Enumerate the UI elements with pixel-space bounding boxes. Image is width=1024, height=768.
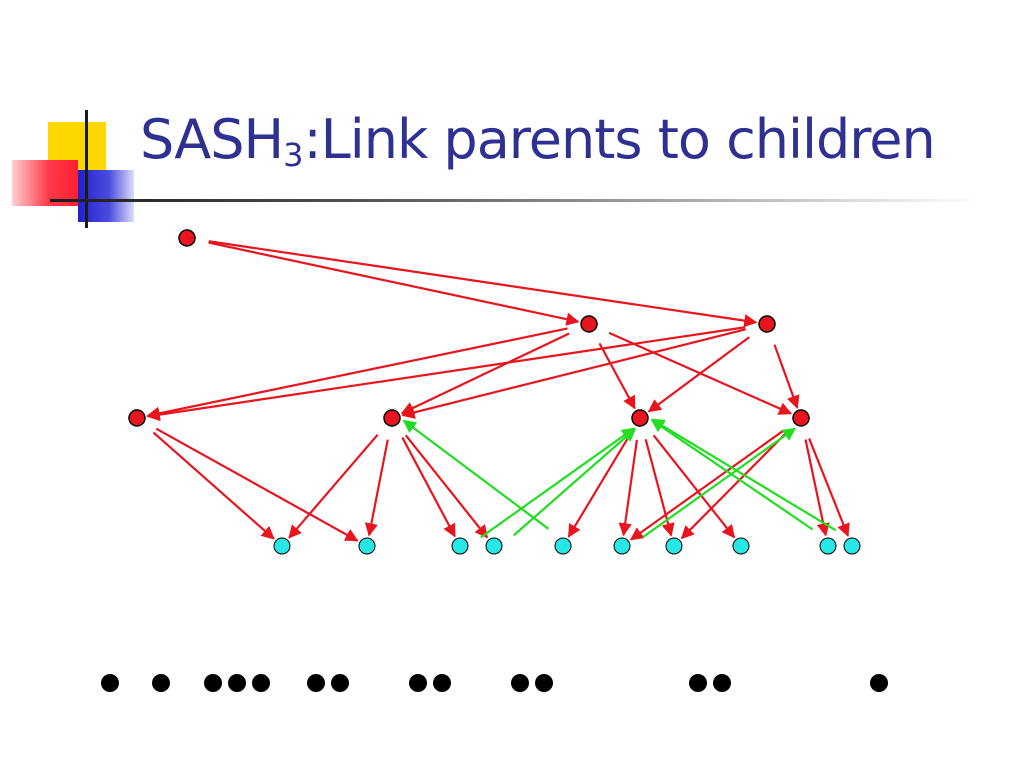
parent-node-L2-1 (383, 409, 401, 427)
parent-to-child-arrow-L1-1-L2-0 (146, 326, 746, 422)
parent-to-child-arrow-L0-0-L1-1 (208, 240, 758, 328)
child-node-L3-0 (273, 537, 291, 555)
bottom-dot-3-0 (307, 674, 325, 692)
parent-to-child-arrow-L2-2-L3-7 (652, 434, 736, 539)
parent-node-L2-0 (128, 409, 146, 427)
dot-row (101, 674, 888, 692)
parent-to-child-arrow-L2-1-L3-2 (401, 436, 456, 538)
bottom-dot-1-0 (152, 674, 170, 692)
title-rest: :Link parents to children (303, 108, 935, 171)
child-to-parent-arrow-L3-5-L2-3 (642, 427, 797, 539)
parent-to-child-arrow-L1-1-L2-3 (773, 344, 800, 409)
parent-to-child-arrow-L2-1-L3-3 (404, 434, 489, 539)
parent-node-L2-3 (792, 409, 810, 427)
title-main: SASH (140, 108, 284, 171)
decor-vertical-line (85, 110, 88, 228)
bottom-dot-6-0 (689, 674, 707, 692)
parent-node-L1-1 (758, 315, 776, 333)
child-node-L3-8 (819, 537, 837, 555)
parent-node-L2-2 (631, 409, 649, 427)
parent-to-child-arrow-L2-1-L3-0 (288, 433, 379, 539)
child-node-L3-9 (843, 537, 861, 555)
node-layer (128, 229, 861, 555)
parent-to-child-arrow-L1-0-L2-0 (146, 327, 568, 420)
parent-to-child-arrow-L2-3-L3-9 (808, 438, 850, 538)
slide-title: SASH3:Link parents to children (140, 113, 936, 174)
bottom-dot-2-2 (252, 674, 270, 692)
child-to-parent-arrow-L3-2-L2-2 (480, 427, 636, 539)
parent-to-child-arrow-L1-0-L2-2 (598, 342, 636, 410)
child-node-L3-6 (665, 537, 683, 555)
child-node-L3-5 (613, 537, 631, 555)
parent-to-child-arrow-L1-1-L2-2 (647, 336, 750, 413)
child-to-parent-arrow-L3-9-L2-2 (650, 418, 837, 532)
parent-to-child-arrow-L2-3-L3-8 (804, 439, 830, 537)
bottom-dot-5-1 (535, 674, 553, 692)
child-node-L3-1 (358, 537, 376, 555)
parent-to-child-arrow-L1-1-L2-1 (401, 328, 746, 419)
child-node-L3-3 (485, 537, 503, 555)
bottom-dot-5-0 (511, 674, 529, 692)
edge-layer (146, 240, 850, 542)
title-underline (50, 199, 980, 202)
title-subscript: 3 (283, 136, 304, 174)
child-node-L3-2 (451, 537, 469, 555)
bottom-dot-0-0 (101, 674, 119, 692)
bottom-dot-4-1 (433, 674, 451, 692)
parent-node-L1-0 (580, 315, 598, 333)
bottom-dot-4-0 (409, 674, 427, 692)
child-to-parent-arrow-L3-4-L2-1 (402, 419, 550, 530)
decor-red-square (12, 160, 78, 206)
parent-to-child-arrow-L2-3-L3-6 (680, 432, 787, 540)
child-node-L3-7 (732, 537, 750, 555)
parent-to-child-arrow-L2-2-L3-4 (567, 436, 630, 538)
parent-to-child-arrow-L2-3-L3-5 (629, 429, 784, 541)
parent-to-child-arrow-L1-0-L2-1 (400, 332, 570, 415)
child-to-parent-arrow-L3-8-L2-2 (650, 419, 814, 531)
bottom-dot-3-1 (331, 674, 349, 692)
parent-node-L0-0 (178, 229, 196, 247)
bottom-dot-2-0 (204, 674, 222, 692)
bottom-dot-6-1 (713, 674, 731, 692)
parent-to-child-arrow-L0-0-L1-0 (208, 241, 580, 326)
child-node-L3-4 (554, 537, 572, 555)
parent-to-child-arrow-L2-2-L3-5 (618, 439, 639, 537)
parent-to-child-arrow-L2-0-L3-0 (152, 431, 275, 540)
parent-to-child-arrow-L2-0-L3-1 (155, 427, 359, 542)
parent-to-child-arrow-L2-1-L3-1 (364, 439, 389, 537)
child-to-parent-arrow-L3-3-L2-2 (513, 428, 637, 537)
bottom-dot-2-1 (228, 674, 246, 692)
bottom-dot-7-0 (870, 674, 888, 692)
